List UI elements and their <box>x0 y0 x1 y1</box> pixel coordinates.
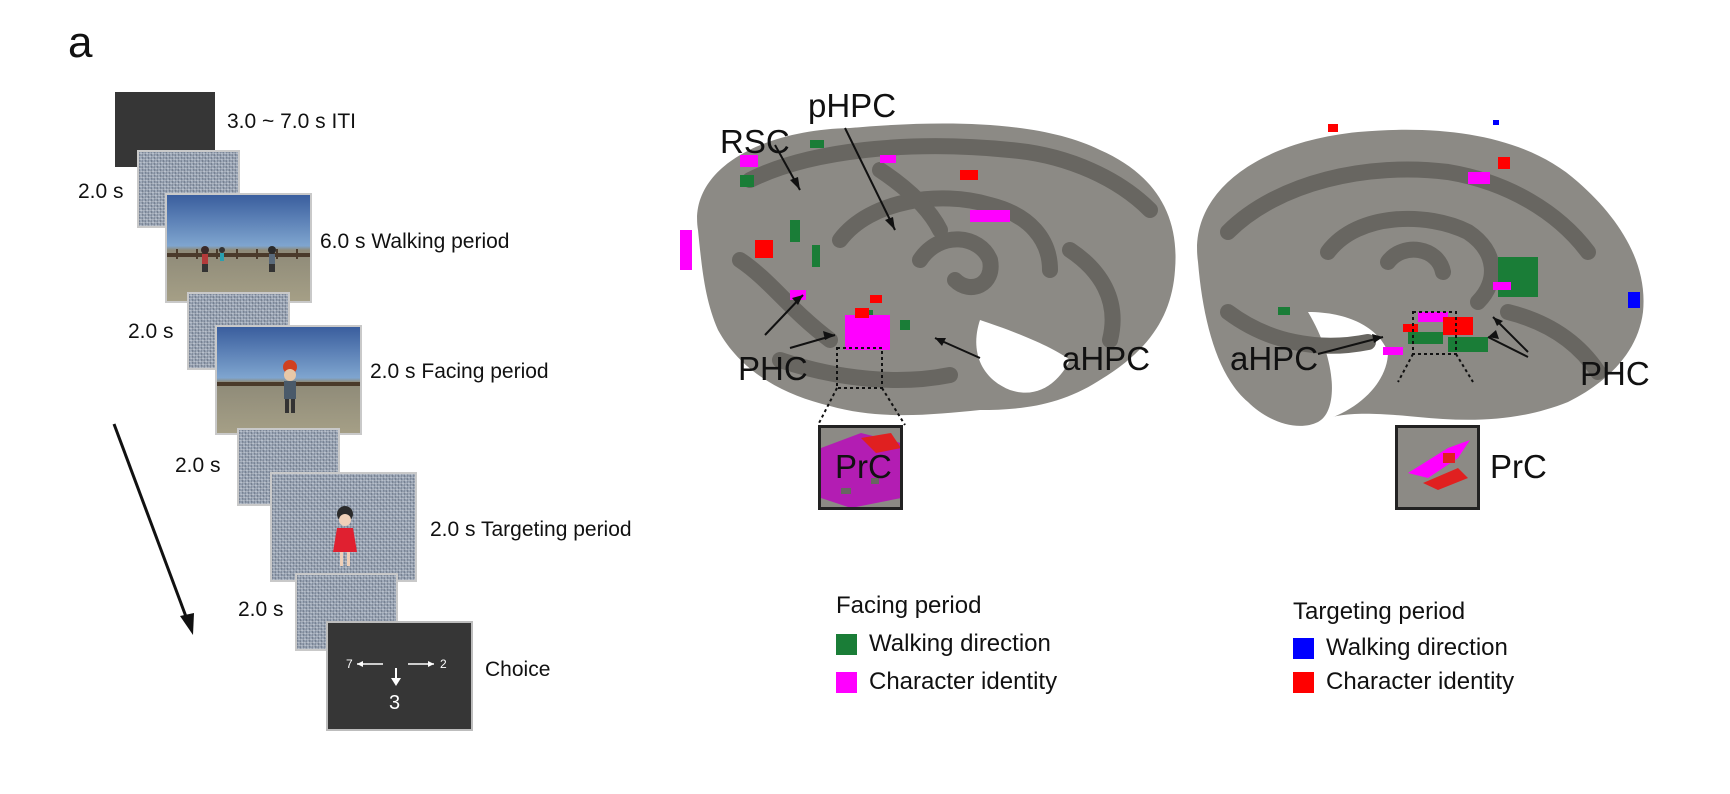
prc-zoom-box <box>1412 311 1457 355</box>
left-phc-label: PHC <box>738 350 808 387</box>
fence-posts <box>176 249 298 259</box>
targeting-period-label: 2.0 s Targeting period <box>430 518 632 541</box>
left-brain-medial-surface <box>680 123 1176 416</box>
character-right <box>268 246 276 272</box>
right-ahpc-label: aHPC <box>1230 340 1319 377</box>
character-middle <box>219 247 225 261</box>
blank1-label: 2.0 s <box>78 180 124 203</box>
targeting-character-identity-clusters <box>1328 124 1510 335</box>
targeting-legend-label: Character identity <box>1326 668 1515 695</box>
left-ahpc-label: aHPC <box>1062 340 1151 377</box>
targeting-character-illustration <box>333 506 357 566</box>
facing-legend-label: Walking direction <box>869 630 1051 657</box>
targeting-legend-item-character: Character identity <box>1293 668 1514 696</box>
red-swatch <box>1293 671 1314 693</box>
walking-period-label: 6.0 s Walking period <box>320 230 510 253</box>
targeting-legend-item-walking: Walking direction <box>1293 634 1508 662</box>
iti-label: 3.0 ~ 7.0 s ITI <box>227 110 356 133</box>
facing-legend-label: Character identity <box>869 668 1058 695</box>
blank3-label: 2.0 s <box>175 454 221 477</box>
blue-swatch <box>1293 637 1314 659</box>
left-phpc-label: pHPC <box>808 87 897 124</box>
walking-scene-illustration <box>167 246 310 272</box>
left-rsc-label: RSC <box>720 123 790 160</box>
fence-rail <box>167 253 310 257</box>
right-phc-label: PHC <box>1580 355 1650 392</box>
right-prc-inset <box>1395 425 1480 510</box>
right-brain-medial-surface <box>1197 120 1644 426</box>
facing-walking-direction-clusters <box>1278 257 1538 352</box>
choice-screen: 7 2 3 <box>326 621 473 731</box>
sulci-pattern <box>732 138 1158 388</box>
blank4-label: 2.0 s <box>238 598 284 621</box>
blank2-label: 2.0 s <box>128 320 174 343</box>
green-swatch <box>836 633 857 655</box>
walking-scene-screen <box>165 193 312 303</box>
facing-legend-item-character: Character identity <box>836 668 1057 696</box>
facing-legend-title: Facing period <box>836 592 982 619</box>
facing-scene-illustration <box>217 360 360 413</box>
right-brain-callouts <box>1317 311 1529 383</box>
right-prc-label: PrC <box>1490 448 1547 485</box>
character-left <box>201 246 209 272</box>
facing-period-label: 2.0 s Facing period <box>370 360 549 383</box>
noise-screen-3 <box>237 428 340 506</box>
magenta-swatch <box>836 671 857 693</box>
facing-scene-screen <box>215 325 362 435</box>
targeting-walking-direction-clusters <box>1493 120 1640 308</box>
time-arrow <box>112 423 194 635</box>
left-brain-callouts <box>764 127 981 426</box>
choice-screen-illustration: 7 2 3 <box>346 657 447 714</box>
targeting-legend-label: Walking direction <box>1326 634 1508 661</box>
facing-legend-item-walking: Walking direction <box>836 630 1051 658</box>
targeting-legend-title: Targeting period <box>1293 598 1466 625</box>
prc-zoom-box <box>836 347 883 389</box>
choice-center-number: 3 <box>389 692 400 714</box>
sulci-pattern <box>1220 161 1606 380</box>
panel-letter: a <box>68 18 93 67</box>
targeting-character-identity-clusters <box>755 170 978 318</box>
choice-right-number: 2 <box>440 657 447 671</box>
left-prc-inset <box>818 425 903 510</box>
choice-label: Choice <box>485 658 551 681</box>
medial-wall-notch <box>976 320 1070 393</box>
facing-character-identity-clusters <box>680 155 1010 350</box>
character-center <box>283 360 297 413</box>
left-prc-label: PrC <box>835 448 892 485</box>
choice-left-number: 7 <box>346 657 353 671</box>
facing-character-identity-clusters <box>1383 172 1511 355</box>
targeting-screen <box>270 472 417 582</box>
